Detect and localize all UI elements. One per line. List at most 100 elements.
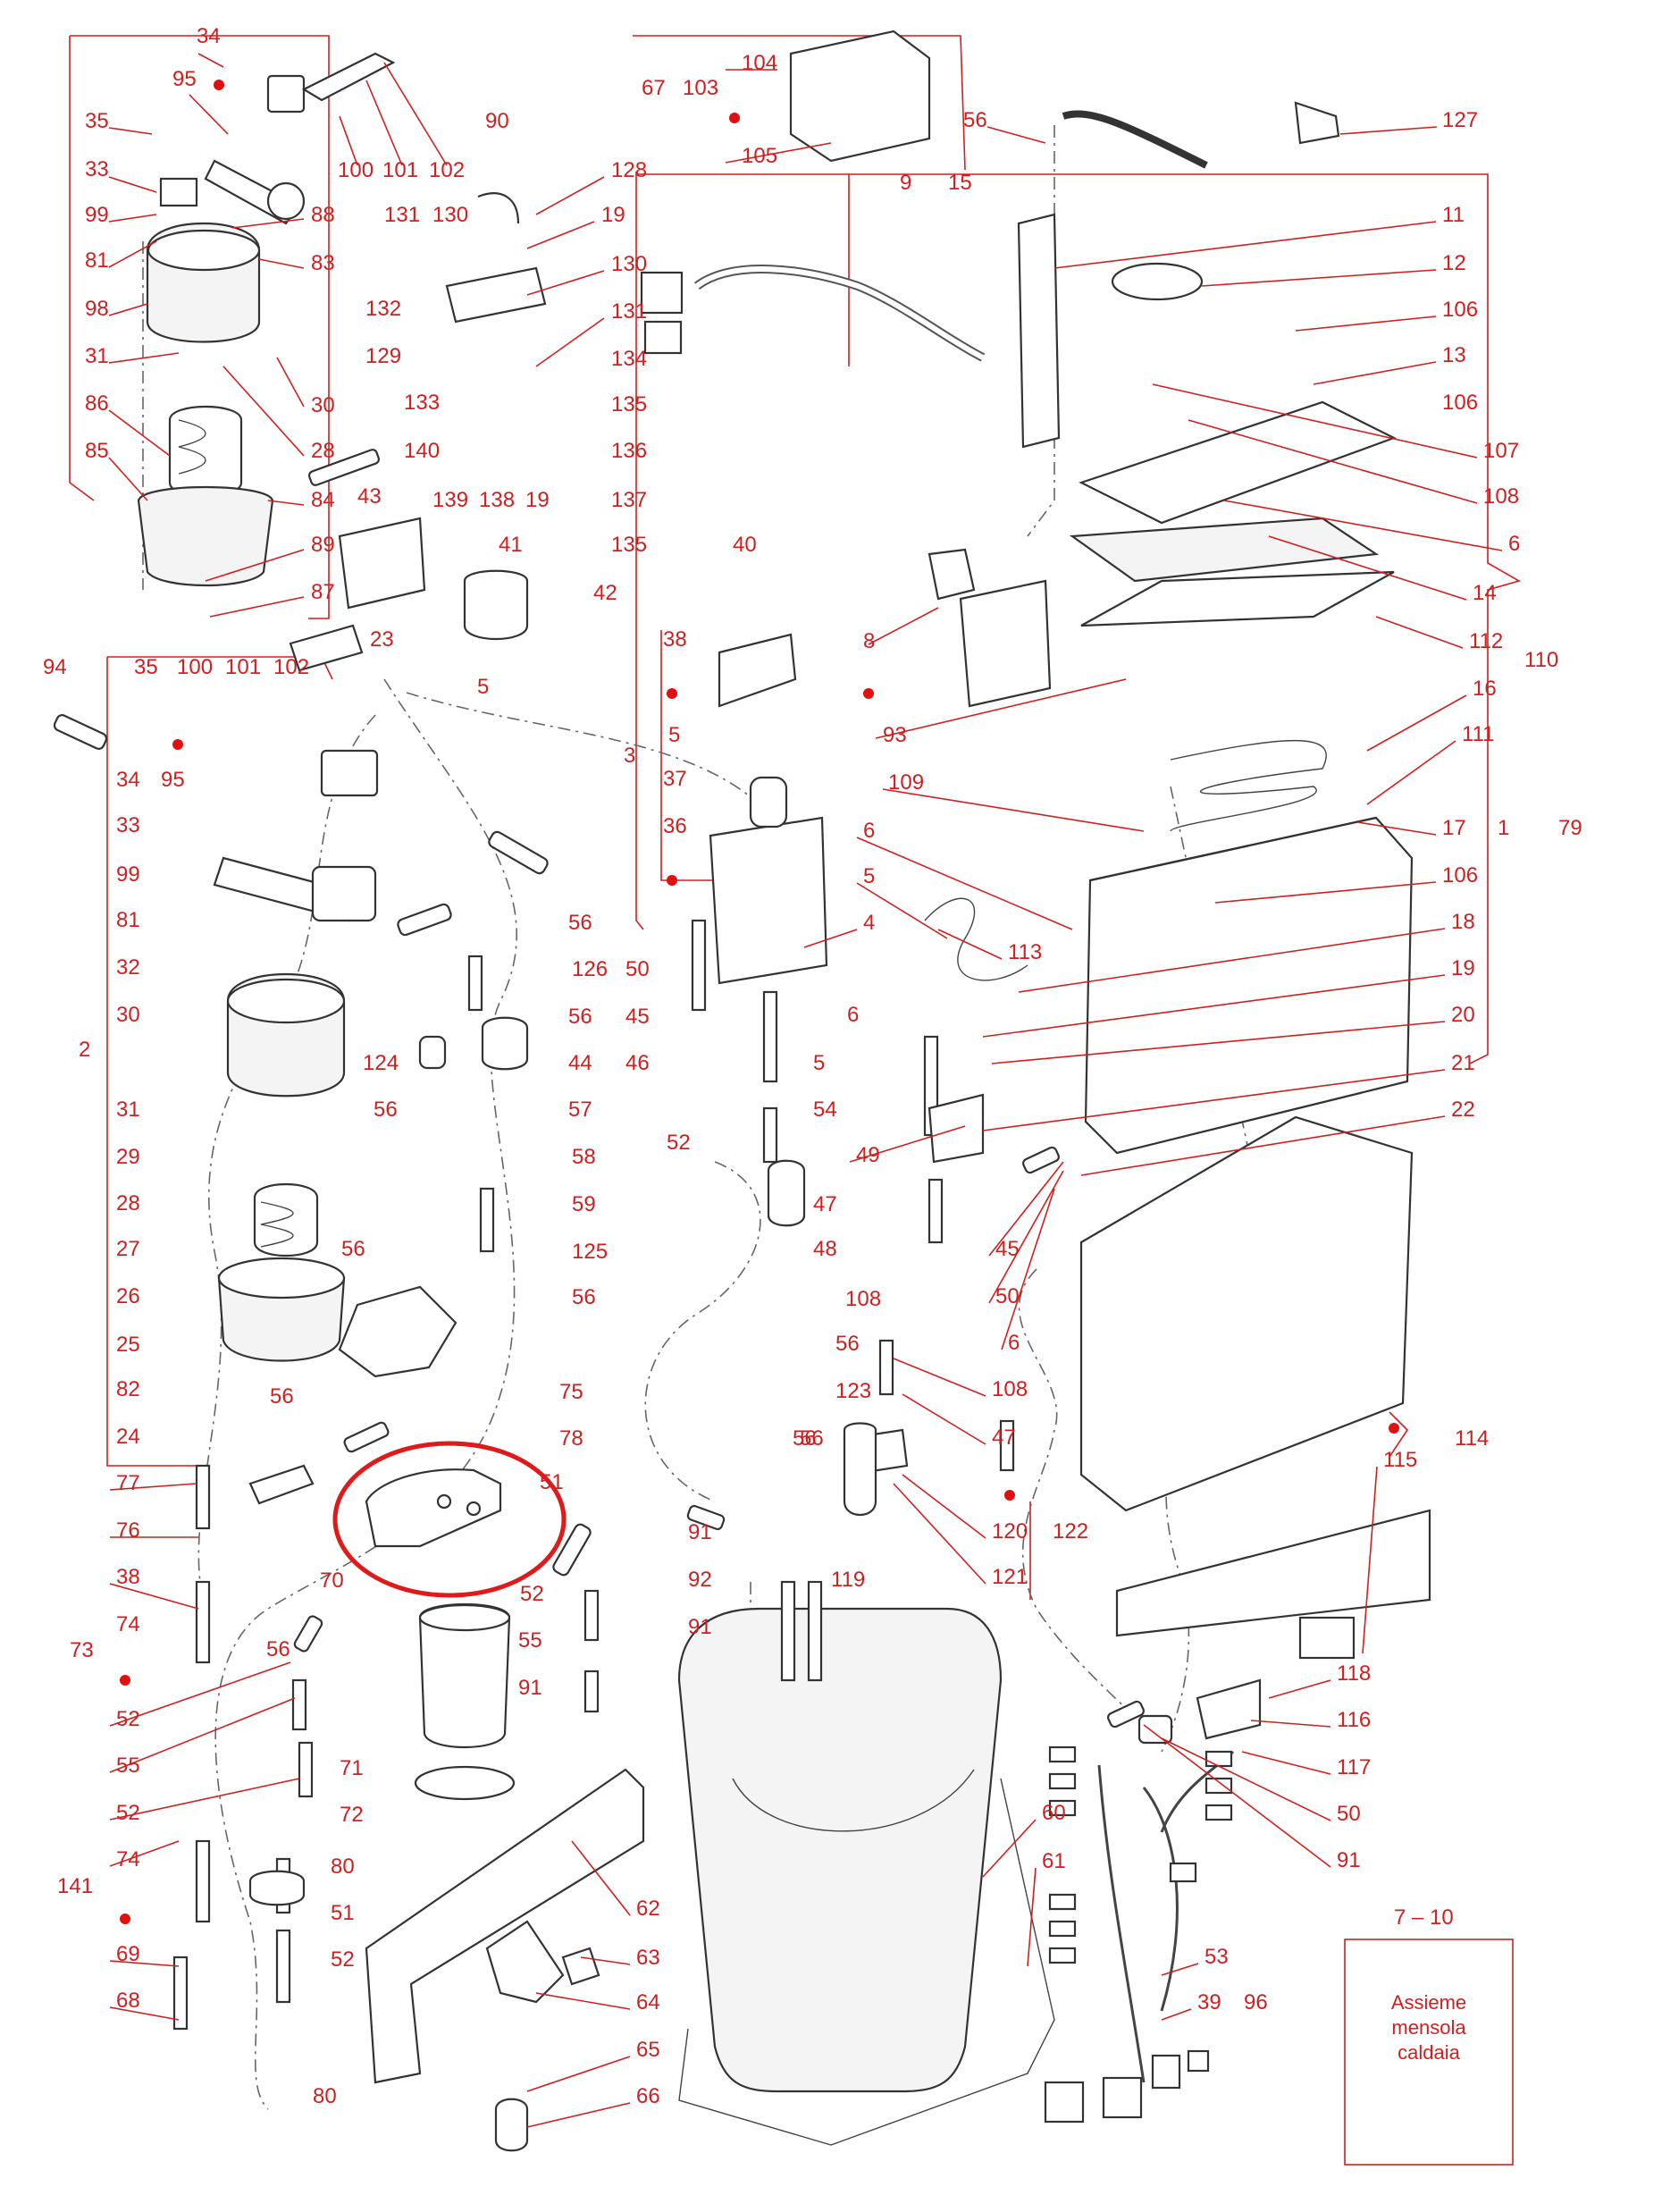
callout-106: 106 — [1442, 391, 1478, 415]
callout-51: 51 — [540, 1470, 564, 1494]
top-wiring-harness — [640, 29, 986, 362]
callout-129: 129 — [365, 344, 401, 368]
callout-61: 61 — [1042, 1849, 1066, 1873]
callout-102: 102 — [273, 655, 309, 679]
note-line-1: Assieme — [1391, 1991, 1466, 2014]
callout-55: 55 — [116, 1754, 140, 1778]
callout-14: 14 — [1473, 581, 1497, 605]
callout-116: 116 — [1337, 1708, 1371, 1732]
callout-133: 133 — [404, 391, 440, 415]
callout-53: 53 — [1205, 1945, 1229, 1969]
callout-56: 56 — [568, 1005, 592, 1029]
callout-100: 100 — [338, 158, 374, 182]
callout-87: 87 — [311, 580, 335, 604]
callout-77: 77 — [116, 1471, 140, 1495]
callout-91: 91 — [688, 1520, 712, 1544]
center-column-assembly — [289, 192, 1052, 1476]
callout-126: 126 — [572, 957, 608, 981]
callout-62: 62 — [636, 1897, 660, 1921]
callout-80: 80 — [331, 1855, 355, 1879]
callout-50: 50 — [625, 957, 650, 981]
callout-27: 27 — [116, 1237, 140, 1261]
callout-90: 90 — [485, 109, 509, 133]
callout-35: 35 — [134, 655, 158, 679]
callout-32: 32 — [116, 955, 140, 980]
callout-81: 81 — [116, 908, 140, 932]
callout-98: 98 — [85, 297, 109, 321]
part-drawings — [53, 29, 1431, 2152]
callout-59: 59 — [572, 1192, 596, 1216]
callout-130: 130 — [432, 203, 468, 227]
callout-56: 56 — [270, 1384, 294, 1409]
callout-56: 56 — [572, 1285, 596, 1309]
callout-128: 128 — [611, 158, 647, 182]
callout-19: 19 — [525, 488, 550, 512]
callout-121: 121 — [992, 1565, 1028, 1589]
callout-15: 15 — [948, 171, 972, 195]
callout-91: 91 — [1337, 1848, 1361, 1872]
callout-50: 50 — [1337, 1802, 1361, 1826]
callout-95: 95 — [172, 67, 197, 91]
callout-96: 96 — [1244, 1990, 1268, 2014]
callout-99: 99 — [85, 203, 109, 227]
callout-137: 137 — [611, 488, 647, 512]
callout-79: 79 — [1558, 816, 1582, 840]
callout-120: 120 — [992, 1519, 1028, 1543]
callout-66: 66 — [636, 2084, 660, 2108]
callout-72: 72 — [340, 1803, 364, 1827]
callout-88: 88 — [311, 203, 335, 227]
callout-37: 37 — [663, 767, 687, 791]
callout-30: 30 — [311, 393, 335, 417]
callout-103: 103 — [683, 76, 718, 100]
callout-122: 122 — [1053, 1519, 1088, 1543]
callout-131: 131 — [611, 299, 647, 324]
callout-136: 136 — [611, 439, 647, 463]
lower-boiler-assembly — [172, 749, 457, 2031]
callout-75: 75 — [559, 1380, 583, 1404]
callout-91: 91 — [518, 1676, 542, 1700]
callout-65: 65 — [636, 2038, 660, 2062]
callout-16: 16 — [1473, 677, 1497, 701]
callout-110: 110 — [1524, 648, 1558, 672]
callout-30: 30 — [116, 1003, 140, 1027]
callout-22: 22 — [1451, 1098, 1475, 1122]
callout-52: 52 — [331, 1947, 355, 1972]
callout-140: 140 — [404, 439, 440, 463]
callout-119: 119 — [831, 1568, 865, 1592]
callout-108: 108 — [992, 1377, 1028, 1401]
callout-141: 141 — [57, 1874, 93, 1898]
callout-33: 33 — [85, 157, 109, 181]
note-box: 7 – 10 Assieme mensola caldaia — [1344, 1905, 1514, 2166]
callout-113: 113 — [1008, 940, 1042, 964]
callout-48: 48 — [813, 1237, 837, 1261]
callout-34: 34 — [197, 24, 221, 48]
callout-52: 52 — [520, 1582, 544, 1606]
callout-71: 71 — [340, 1756, 364, 1780]
callout-124: 124 — [363, 1051, 399, 1075]
callout-56: 56 — [963, 108, 987, 132]
leader-lines — [108, 53, 1503, 2128]
callout-19: 19 — [1451, 956, 1475, 980]
callout-127: 127 — [1442, 108, 1478, 132]
callout-42: 42 — [593, 581, 617, 605]
callout-47: 47 — [992, 1426, 1016, 1450]
callout-28: 28 — [116, 1191, 140, 1215]
callout-8: 8 — [863, 629, 875, 653]
group-boxes — [69, 35, 1522, 1600]
callout-49: 49 — [856, 1143, 880, 1167]
callout-117: 117 — [1337, 1755, 1371, 1779]
callout-67: 67 — [642, 76, 666, 100]
callout-38: 38 — [116, 1565, 140, 1589]
callout-80: 80 — [313, 2084, 337, 2108]
callout-123: 123 — [835, 1379, 871, 1403]
callout-138: 138 — [479, 488, 515, 512]
note-line-3: caldaia — [1398, 2041, 1460, 2064]
callout-38: 38 — [663, 627, 687, 652]
callout-101: 101 — [225, 655, 261, 679]
callout-114: 114 — [1455, 1426, 1489, 1451]
callout-57: 57 — [568, 1098, 592, 1122]
callout-46: 46 — [625, 1051, 650, 1075]
callout-40: 40 — [733, 533, 757, 557]
callout-60: 60 — [1042, 1801, 1066, 1825]
callout-18: 18 — [1451, 910, 1475, 934]
